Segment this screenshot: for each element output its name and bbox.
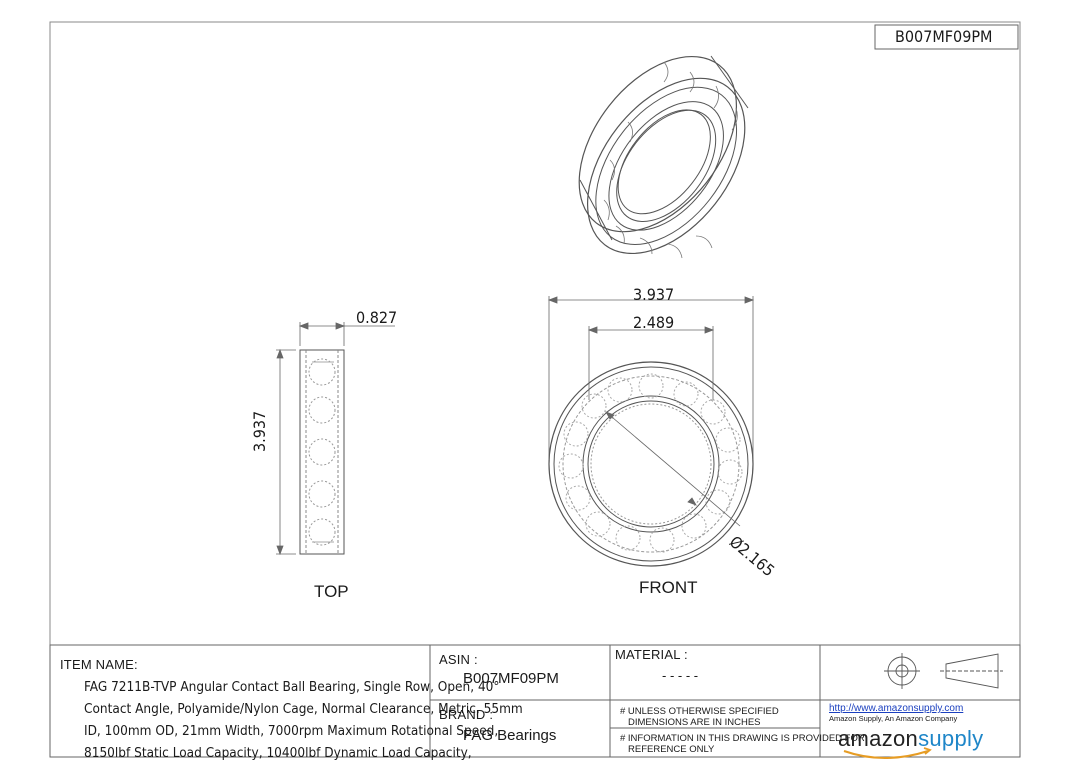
title-block xyxy=(49,644,1021,758)
logo-text-amazon: amazon xyxy=(838,726,919,751)
item-name-label: ITEM NAME: xyxy=(60,657,138,672)
note-dimensions: # UNLESS OTHERWISE SPECIFIED DIMENSIONS … xyxy=(620,706,779,728)
dim-front-inner: 2.489 xyxy=(633,313,675,332)
top-dimensions xyxy=(276,322,395,556)
amazon-supply-logo: amazonsupply xyxy=(838,726,983,752)
note-dimensions-line-1: # UNLESS OTHERWISE SPECIFIED xyxy=(620,706,779,717)
top-view xyxy=(299,349,345,555)
isometric-view xyxy=(578,55,749,259)
projection-symbol xyxy=(884,653,1003,689)
item-name-body: FAG 7211B-TVP Angular Contact Ball Beari… xyxy=(84,676,523,764)
material-label: MATERIAL : xyxy=(615,647,688,662)
asin-label: ASIN : xyxy=(439,652,478,667)
front-dimensions xyxy=(547,296,755,527)
dim-front-outer: 3.937 xyxy=(633,285,675,304)
asin-value: B007MF09PM xyxy=(463,670,559,687)
note-reference-line-2: REFERENCE ONLY xyxy=(628,744,715,755)
part-number-box xyxy=(874,24,1019,50)
front-view xyxy=(548,361,754,567)
item-name-line-2: Contact Angle, Polyamide/Nylon Cage, Nor… xyxy=(84,701,523,717)
logo-text-supply: supply xyxy=(918,726,984,751)
item-name-line-3: ID, 100mm OD, 21mm Width, 7000rpm Maximu… xyxy=(84,723,499,739)
material-value: - - - - - xyxy=(662,668,699,683)
amazon-smile-logo xyxy=(843,750,929,759)
dim-top-height: 3.937 xyxy=(250,410,269,452)
item-name-line-1: FAG 7211B-TVP Angular Contact Ball Beari… xyxy=(84,679,500,695)
brand-value: FAG Bearings xyxy=(463,727,557,744)
view-label-front: FRONT xyxy=(639,578,698,597)
amazon-supply-company: Amazon Supply, An Amazon Company xyxy=(829,714,958,723)
note-reference-line-1: # INFORMATION IN THIS DRAWING IS PROVIDE… xyxy=(620,733,865,744)
amazon-smile-arrow xyxy=(923,747,932,755)
brand-label: BRAND : xyxy=(439,707,494,722)
dim-top-width: 0.827 xyxy=(356,308,398,327)
part-number-top: B007MF09PM xyxy=(895,27,993,46)
sheet-border xyxy=(49,21,1021,758)
note-reference: # INFORMATION IN THIS DRAWING IS PROVIDE… xyxy=(620,733,865,755)
note-dimensions-line-2: DIMENSIONS ARE IN INCHES xyxy=(628,717,761,728)
view-label-top: TOP xyxy=(314,582,349,601)
amazon-supply-url[interactable]: http://www.amazonsupply.com xyxy=(829,703,964,714)
item-name-line-4: 8150lbf Static Load Capacity, 10400lbf D… xyxy=(84,745,472,761)
